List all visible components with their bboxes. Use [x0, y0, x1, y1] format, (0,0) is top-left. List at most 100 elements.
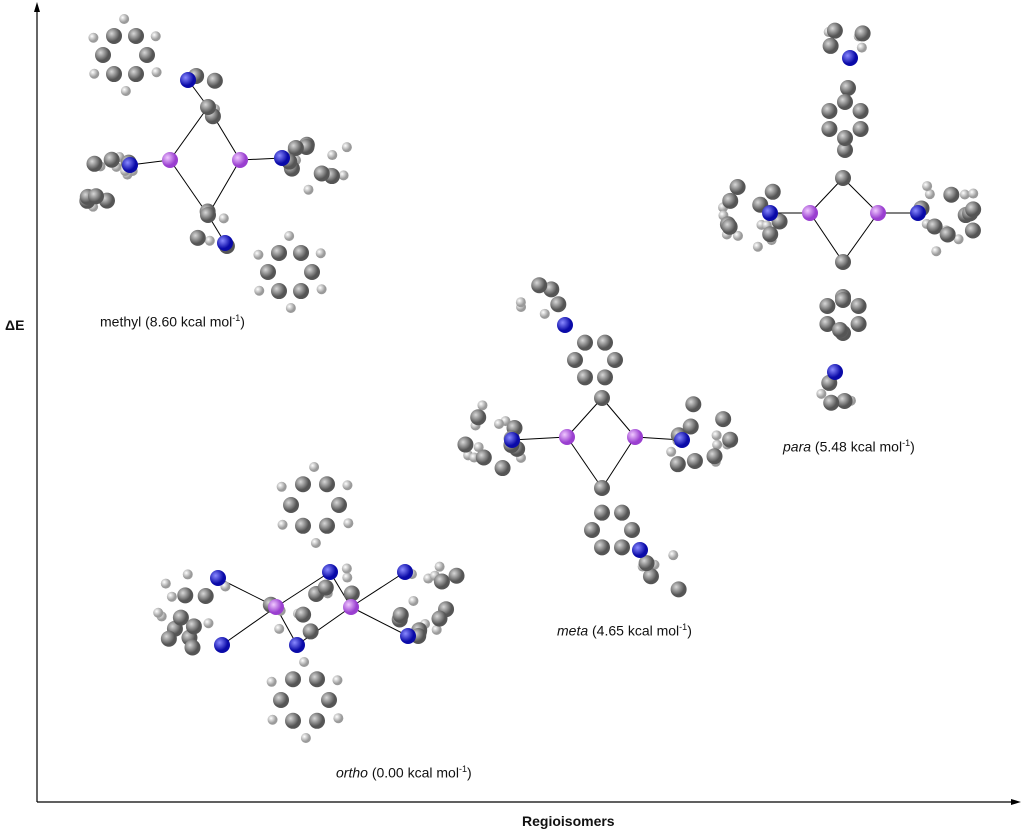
carbon-atom — [821, 121, 838, 138]
carbon-atom — [106, 27, 122, 44]
hydrogen-atom — [515, 297, 526, 308]
bond — [511, 436, 568, 441]
hydrogen-atom — [712, 439, 723, 450]
hydrogen-atom — [274, 623, 285, 634]
carbon-atom — [823, 394, 840, 411]
carbon-atom — [128, 66, 144, 83]
hydrogen-atom — [120, 85, 131, 96]
carbon-atom — [86, 155, 103, 172]
molecule-meta — [457, 277, 739, 598]
nitrogen-atom — [762, 205, 778, 221]
lithium-atom — [559, 429, 575, 445]
hydrogen-atom — [342, 480, 353, 491]
carbon-atom — [729, 179, 746, 196]
hydrogen-atom — [494, 418, 505, 429]
isomer-name: methyl — [100, 313, 142, 330]
nitrogen-atom — [214, 637, 230, 653]
carbon-atom — [319, 517, 335, 534]
carbon-atom — [433, 573, 450, 590]
carbon-atom — [715, 411, 732, 428]
carbon-atom — [832, 322, 848, 338]
hydrogen-atom — [151, 67, 162, 78]
carbon-atom — [614, 504, 630, 521]
hydrogen-atom — [277, 519, 288, 530]
hydrogen-atom — [431, 624, 442, 635]
hydrogen-atom — [303, 184, 314, 195]
carbon-atom — [721, 218, 738, 235]
carbon-atom — [457, 436, 474, 453]
carbon-atom — [594, 504, 610, 521]
bond — [601, 436, 636, 489]
y-axis-label: ΔE — [5, 317, 25, 333]
hydrogen-atom — [434, 561, 445, 572]
carbon-atom — [197, 587, 214, 604]
carbon-atom — [821, 103, 838, 120]
carbon-atom — [624, 522, 640, 538]
carbon-atom — [836, 94, 853, 111]
y-axis-arrow-icon — [34, 2, 40, 12]
hydrogen-atom — [182, 569, 193, 580]
carbon-atom — [819, 298, 836, 315]
paren: ) — [466, 764, 472, 781]
bond — [350, 571, 406, 608]
carbon-atom — [706, 448, 723, 465]
hydrogen-atom — [299, 657, 310, 668]
carbon-atom — [822, 37, 839, 54]
carbon-atom — [293, 283, 309, 300]
bond — [350, 606, 409, 637]
lithium-atom — [870, 205, 886, 221]
nitrogen-atom — [674, 432, 690, 448]
hydrogen-atom — [284, 231, 295, 242]
hydrogen-atom — [160, 578, 171, 589]
carbon-atom — [475, 449, 492, 466]
hydrogen-atom — [88, 32, 99, 43]
carbon-atom — [550, 296, 567, 313]
hydrogen-atom — [315, 248, 326, 259]
carbon-atom — [854, 25, 871, 42]
bond — [842, 177, 879, 214]
carbon-atom — [200, 207, 216, 223]
carbon-atom — [160, 630, 177, 647]
nitrogen-atom — [910, 205, 926, 221]
isomer-energy: (5.48 kcal mol — [814, 438, 903, 455]
carbon-atom — [764, 183, 781, 200]
carbon-atom — [309, 671, 325, 688]
bond — [809, 177, 844, 214]
carbon-atom — [304, 264, 320, 280]
hydrogen-atom — [203, 618, 214, 629]
carbon-atom — [584, 522, 600, 538]
bond — [566, 436, 603, 489]
carbon-atom — [200, 99, 216, 115]
label-ortho: ortho (0.00 kcal mol-1) — [336, 764, 472, 781]
carbon-atom — [139, 47, 155, 63]
label-meta: meta (4.65 kcal mol-1) — [557, 622, 692, 639]
carbon-atom — [614, 539, 630, 556]
hydrogen-atom — [343, 518, 354, 529]
hydrogen-atom — [316, 284, 327, 295]
isomer-exponent: -1 — [679, 622, 688, 632]
carbon-atom — [184, 639, 201, 656]
bond — [275, 571, 331, 608]
hydrogen-atom — [959, 189, 970, 200]
hydrogen-atom — [711, 430, 722, 441]
carbon-atom — [926, 218, 943, 235]
hydrogen-atom — [253, 249, 264, 260]
hydrogen-atom — [341, 563, 352, 574]
bond — [842, 212, 879, 263]
isomer-energy: (0.00 kcal mol — [371, 764, 459, 781]
carbon-atom — [837, 142, 853, 158]
carbon-atom — [206, 72, 223, 89]
hydrogen-atom — [276, 481, 287, 492]
nitrogen-atom — [557, 317, 573, 333]
lithium-atom — [627, 429, 643, 445]
nitrogen-atom — [322, 564, 338, 580]
x-axis-arrow-icon — [1011, 799, 1021, 805]
hydrogen-atom — [332, 675, 343, 686]
carbon-atom — [271, 244, 287, 261]
hydrogen-atom — [539, 308, 550, 319]
carbon-atom — [682, 418, 699, 435]
carbon-atom — [597, 334, 613, 351]
nitrogen-atom — [842, 50, 858, 66]
isomer-name: meta — [557, 622, 589, 639]
hydrogen-atom — [924, 189, 935, 200]
